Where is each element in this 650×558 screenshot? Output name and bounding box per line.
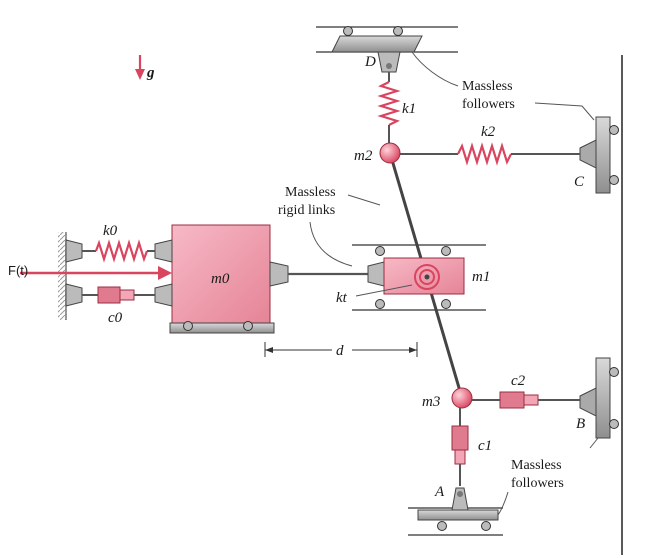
mass-m0-block	[154, 224, 289, 334]
label-k0: k0	[103, 223, 118, 239]
label-c2: c2	[511, 373, 526, 389]
top-rail	[316, 26, 458, 53]
gravity-arrow	[135, 55, 145, 80]
label-m3: m3	[422, 394, 440, 410]
spring-k2	[400, 142, 580, 166]
label-m1: m1	[472, 269, 490, 285]
mass-m2-ball	[379, 142, 401, 164]
damper-c1	[451, 408, 469, 486]
label-leaders	[309, 51, 599, 516]
label-followers-bottom-1: Massless	[511, 458, 562, 473]
label-c0: c0	[108, 310, 123, 326]
label-kt: kt	[336, 290, 348, 306]
label-followers-top-2: followers	[462, 97, 515, 112]
label-followers-bottom-2: followers	[511, 476, 564, 491]
left-wall	[58, 232, 67, 320]
damper-c2	[472, 391, 580, 409]
label-followers-top-1: Massless	[462, 79, 513, 94]
label-k1: k1	[402, 101, 416, 117]
label-links-2: rigid links	[278, 203, 335, 218]
follower-b	[579, 357, 619, 439]
spring-k1	[377, 72, 401, 143]
torsion-spring-kt	[355, 264, 440, 297]
damper-c0	[65, 283, 155, 307]
bottom-rail	[408, 507, 503, 536]
label-k2: k2	[481, 124, 496, 140]
label-point-a: A	[434, 484, 445, 500]
label-m0: m0	[211, 271, 230, 287]
label-point-d: D	[364, 54, 376, 70]
label-m2: m2	[354, 148, 373, 164]
pivot-d	[377, 51, 401, 73]
label-point-c: C	[574, 174, 585, 190]
label-gravity: g	[146, 65, 155, 81]
distance-marker	[264, 342, 418, 357]
label-force: F(t)	[8, 263, 28, 278]
follower-c	[579, 116, 619, 194]
label-distance: d	[336, 343, 344, 359]
spring-k0	[65, 239, 155, 263]
label-links-1: Massless	[285, 185, 336, 200]
force-arrow	[20, 266, 172, 280]
label-c1: c1	[478, 438, 492, 454]
pivot-a	[451, 487, 469, 511]
slider-rail	[352, 244, 486, 311]
label-point-b: B	[576, 416, 585, 432]
mass-m3-ball	[451, 387, 473, 409]
